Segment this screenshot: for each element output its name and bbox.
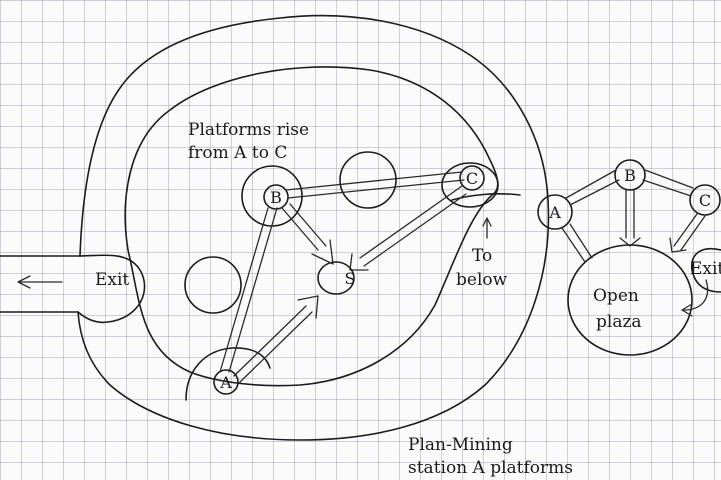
- node-b-label: B: [270, 188, 282, 207]
- platform-mid-circle: [339, 151, 397, 209]
- walkway-b-c: [285, 171, 465, 199]
- open-plaza-circle: [567, 244, 693, 356]
- side-node-b-label: B: [624, 166, 636, 185]
- node-s-circle: [317, 261, 355, 295]
- plaza-label-line-1: Open: [593, 286, 639, 306]
- side-node-c-circle: [689, 184, 721, 216]
- platforms-note-line-2: from A to C: [188, 143, 288, 163]
- plaza-label-line-2: plaza: [596, 312, 642, 332]
- node-a-label: A: [220, 373, 232, 392]
- side-node-a-circle: [537, 194, 573, 230]
- node-a-circle: [213, 369, 239, 395]
- node-c-label: C: [465, 169, 479, 188]
- exit-label: Exit: [95, 270, 130, 290]
- platform-left-circle: [184, 256, 242, 314]
- caption-line-1: Plan-Mining: [408, 435, 513, 455]
- side-link-a-plaza-2: [569, 223, 593, 259]
- node-c-circle: [459, 165, 485, 191]
- side-arrow-b-plaza: [619, 189, 641, 247]
- side-node-b-circle: [614, 159, 646, 191]
- node-b-circle: [263, 184, 289, 210]
- side-arrow-c-plaza: [669, 213, 706, 253]
- to-below-label-line-2: below: [456, 270, 508, 290]
- ledge-near-c: [451, 193, 521, 201]
- side-walkway-b-c: [642, 169, 694, 197]
- exit-arrow: [17, 275, 63, 289]
- arrow-b-to-s: [281, 203, 334, 265]
- to-below-arrow: [482, 217, 492, 239]
- walkway-a-b: [219, 207, 278, 373]
- arrow-a-to-s: [233, 295, 319, 383]
- side-exit-circle: [691, 248, 721, 293]
- side-schematic: [537, 159, 721, 356]
- side-link-a-plaza: [561, 227, 586, 263]
- side-walkway-a-b: [565, 169, 620, 206]
- platform-c-circle: [441, 162, 499, 208]
- exit-pocket: [77, 254, 146, 324]
- ledge-near-a: [185, 347, 271, 401]
- side-node-a-label: A: [549, 203, 561, 222]
- inner-cave-boundary: [124, 66, 499, 387]
- outer-cave-boundary: [77, 14, 550, 441]
- arrow-c-to-s: [349, 185, 467, 271]
- node-s-label: S: [344, 269, 356, 288]
- to-below-label-line-1: To: [472, 246, 493, 266]
- side-exit-label: Exit: [690, 259, 721, 279]
- caption-line-2: station A platforms: [408, 458, 574, 478]
- side-arrow-plaza-exit: [681, 279, 709, 317]
- platforms-note-line-1: Platforms rise: [188, 120, 310, 140]
- side-node-c-label: C: [698, 191, 712, 210]
